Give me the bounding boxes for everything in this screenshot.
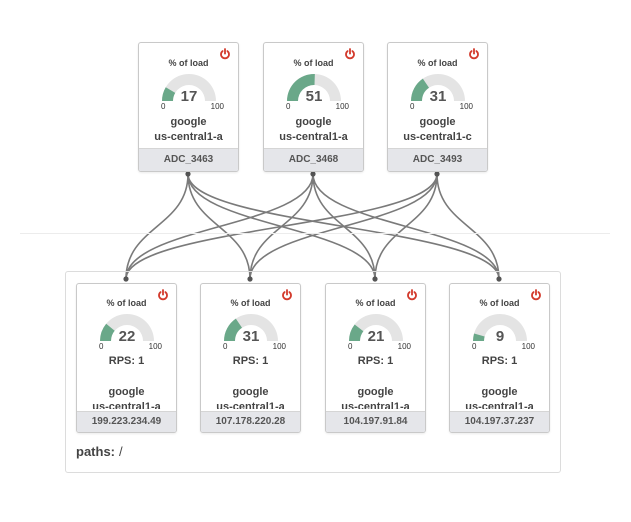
connection-node — [247, 276, 253, 282]
load-value: 31 — [242, 328, 260, 345]
backend-ip: 107.178.220.28 — [201, 411, 300, 432]
gauge-max: 100 — [397, 342, 411, 351]
zone-label: us-central1-a — [279, 131, 348, 143]
connection-wire — [436, 173, 500, 280]
zone-label: us-central1-a — [92, 401, 161, 409]
connection-wire — [374, 173, 438, 280]
rps-label: RPS: 1 — [481, 355, 518, 367]
backend-card[interactable]: % of load 31 0 100 RPS: 1 google us-cent… — [200, 283, 301, 433]
power-icon[interactable] — [530, 289, 542, 301]
load-value: 9 — [495, 328, 505, 345]
provider-label: google — [419, 116, 456, 128]
connection-node — [123, 276, 129, 282]
load-title: % of load — [230, 298, 271, 308]
gauge-min: 0 — [410, 102, 415, 111]
gauge-max: 100 — [459, 102, 473, 111]
backend-ip: 199.223.234.49 — [77, 411, 176, 432]
load-title: % of load — [168, 58, 209, 68]
gauge-max: 100 — [148, 342, 162, 351]
gauge-max: 100 — [521, 342, 535, 351]
divider — [20, 233, 610, 234]
zone-label: us-central1-a — [154, 131, 223, 143]
power-icon[interactable] — [468, 48, 480, 60]
zone-label: us-central1-c — [403, 131, 472, 143]
load-title: % of load — [479, 298, 520, 308]
backend-card[interactable]: % of load 9 0 100 RPS: 1 google us-centr… — [449, 283, 550, 433]
load-gauge: 31 0 100 — [409, 71, 473, 111]
adc-name: ADC_3493 — [388, 148, 487, 171]
paths-label: paths: / — [76, 444, 123, 459]
zone-label: us-central1-a — [465, 401, 534, 409]
gauge-max: 100 — [272, 342, 286, 351]
adc-name: ADC_3468 — [264, 148, 363, 171]
connection-wire — [125, 173, 314, 280]
gauge-min: 0 — [161, 102, 166, 111]
provider-label: google — [170, 116, 207, 128]
paths-value: / — [119, 444, 123, 459]
power-icon[interactable] — [344, 48, 356, 60]
connection-wire — [249, 173, 438, 280]
gauge-min: 0 — [223, 342, 228, 351]
load-title: % of load — [293, 58, 334, 68]
load-gauge: 17 0 100 — [160, 71, 224, 111]
load-gauge: 21 0 100 — [347, 311, 411, 351]
provider-label: google — [481, 386, 518, 398]
power-icon[interactable] — [406, 289, 418, 301]
adc-card[interactable]: % of load 17 0 100 google us-central1-a … — [138, 42, 239, 172]
connection-wire — [125, 173, 438, 280]
paths-key: paths: — [76, 444, 115, 459]
backend-card[interactable]: % of load 21 0 100 RPS: 1 google us-cent… — [325, 283, 426, 433]
connection-node — [185, 171, 191, 177]
power-icon[interactable] — [219, 48, 231, 60]
load-gauge: 51 0 100 — [285, 71, 349, 111]
load-title: % of load — [106, 298, 147, 308]
load-gauge: 9 0 100 — [471, 311, 535, 351]
load-gauge: 31 0 100 — [222, 311, 286, 351]
zone-label: us-central1-a — [341, 401, 410, 409]
connection-node — [310, 171, 316, 177]
zone-label: us-central1-a — [216, 401, 285, 409]
gauge-min: 0 — [472, 342, 477, 351]
rps-label: RPS: 1 — [357, 355, 394, 367]
provider-label: google — [295, 116, 332, 128]
gauge-max: 100 — [210, 102, 224, 111]
connection-wire — [125, 173, 189, 280]
gauge-max: 100 — [335, 102, 349, 111]
load-title: % of load — [417, 58, 458, 68]
provider-label: google — [108, 386, 145, 398]
adc-card[interactable]: % of load 31 0 100 google us-central1-c … — [387, 42, 488, 172]
backend-card[interactable]: % of load 22 0 100 RPS: 1 google us-cent… — [76, 283, 177, 433]
adc-card[interactable]: % of load 51 0 100 google us-central1-a … — [263, 42, 364, 172]
load-gauge: 22 0 100 — [98, 311, 162, 351]
load-title: % of load — [355, 298, 396, 308]
gauge-min: 0 — [99, 342, 104, 351]
connection-node — [372, 276, 378, 282]
connection-node — [496, 276, 502, 282]
adc-name: ADC_3463 — [139, 148, 238, 171]
load-value: 17 — [180, 88, 198, 105]
load-value: 21 — [367, 328, 385, 345]
gauge-min: 0 — [348, 342, 353, 351]
power-icon[interactable] — [281, 289, 293, 301]
provider-label: google — [357, 386, 394, 398]
backend-pool-panel — [65, 271, 561, 473]
connection-node — [434, 171, 440, 177]
load-value: 51 — [305, 88, 323, 105]
load-value: 22 — [118, 328, 136, 345]
rps-label: RPS: 1 — [108, 355, 145, 367]
gauge-min: 0 — [286, 102, 291, 111]
load-value: 31 — [429, 88, 447, 105]
backend-ip: 104.197.91.84 — [326, 411, 425, 432]
provider-label: google — [232, 386, 269, 398]
power-icon[interactable] — [157, 289, 169, 301]
backend-ip: 104.197.37.237 — [450, 411, 549, 432]
rps-label: RPS: 1 — [232, 355, 269, 367]
